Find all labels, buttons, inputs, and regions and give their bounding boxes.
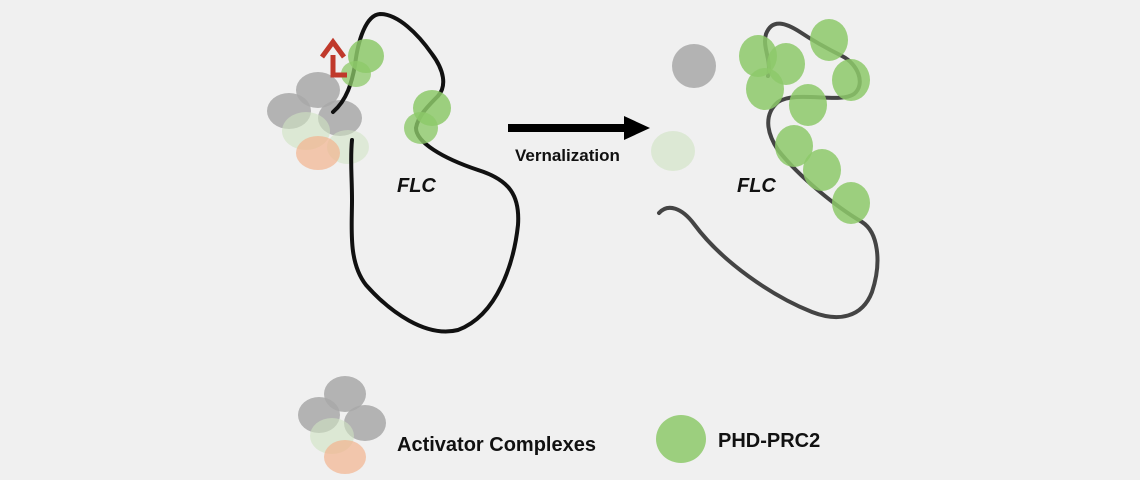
- legend: Activator Complexes PHD-PRC2: [298, 376, 820, 474]
- activator-complex-cluster-left: [267, 72, 369, 170]
- legend-activator-symbol: [298, 376, 386, 474]
- activator-orange: [324, 440, 366, 474]
- prc2-circle: [832, 59, 870, 101]
- prc2-spread-right: [739, 19, 870, 224]
- arrow-label: Vernalization: [515, 146, 620, 165]
- prc2-nucleation-left: [341, 39, 451, 144]
- activator-gray: [344, 405, 386, 441]
- prc2-circle: [746, 68, 784, 110]
- activator-gray-2: [296, 72, 340, 108]
- activator-orange: [296, 136, 340, 170]
- legend-prc2-symbol: [656, 415, 706, 463]
- prc2-circle: [775, 125, 813, 167]
- legend-activator-label: Activator Complexes: [397, 434, 596, 456]
- prc2-circle: [404, 112, 438, 144]
- dna-strand-left: [331, 11, 521, 334]
- prc2-circle: [832, 182, 870, 224]
- right-arrow-icon: [508, 116, 650, 140]
- flc-active-state: FLC: [267, 11, 521, 334]
- prc2-circle: [341, 61, 371, 87]
- up-arrow-icon: [319, 37, 347, 78]
- displaced-activator-green: [651, 131, 695, 171]
- gene-label-right: FLC: [737, 175, 776, 197]
- legend-prc2-label: PHD-PRC2: [718, 430, 820, 452]
- prc2-circle: [789, 84, 827, 126]
- prc2-circle: [810, 19, 848, 61]
- gene-label-left: FLC: [397, 175, 436, 197]
- flc-silenced-state: FLC: [651, 19, 880, 320]
- process-arrow: Vernalization: [508, 116, 650, 165]
- activator-gray: [324, 376, 366, 412]
- prc2-circle: [803, 149, 841, 191]
- displaced-activator-gray: [672, 44, 716, 88]
